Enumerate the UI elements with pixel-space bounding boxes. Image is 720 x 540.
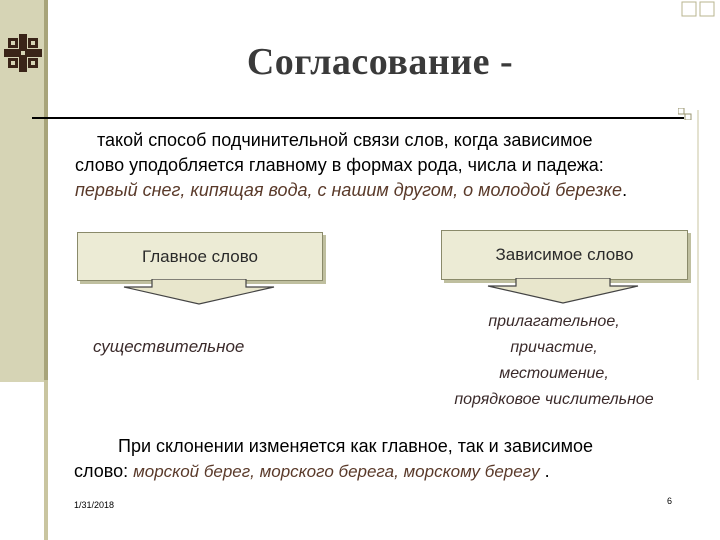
dependent-type-item: прилагательное,	[488, 313, 620, 330]
title-rule	[32, 117, 684, 119]
down-arrow-icon	[487, 278, 639, 304]
definition-text: такой способ подчинительной связи слов, …	[75, 128, 695, 203]
declension-lead: При склонении изменяется как главное, та…	[118, 436, 594, 456]
declension-text: При склонении изменяется как главное, та…	[74, 434, 694, 484]
dependent-type-item: местоимение,	[499, 365, 609, 382]
definition-rest: слово уподобляется главному в формах род…	[75, 155, 604, 175]
definition-lead: такой способ подчинительной связи слов, …	[97, 130, 593, 150]
rule-end-marks	[678, 108, 692, 120]
corner-decoration	[681, 1, 715, 380]
main-word-label: Главное слово	[141, 246, 259, 266]
dependent-word-box: Зависимое слово	[441, 230, 688, 280]
slide-number: 6	[667, 496, 673, 506]
dependent-types-list: прилагательное, причастие, местоимение, …	[420, 309, 688, 413]
ornament-logo-icon	[4, 34, 42, 72]
declension-examples: морской берег, морского берега, морскому…	[133, 462, 540, 481]
slide-date: 1/31/2018	[74, 500, 115, 510]
declension-word: слово:	[74, 461, 129, 481]
dependent-type-item: причастие,	[510, 339, 598, 356]
definition-examples: первый снег, кипящая вода, с нашим друго…	[75, 180, 623, 200]
declension-end: .	[544, 461, 550, 481]
down-arrow-icon	[123, 279, 275, 305]
main-word-type: существительное	[93, 337, 245, 356]
main-word-box: Главное слово	[77, 232, 323, 281]
side-strip-bottom	[44, 380, 48, 540]
dependent-type-item: порядковое числительное	[454, 391, 654, 408]
slide-title: Согласование -	[246, 41, 514, 83]
definition-end: .	[622, 180, 628, 200]
dependent-word-label: Зависимое слово	[495, 245, 634, 264]
